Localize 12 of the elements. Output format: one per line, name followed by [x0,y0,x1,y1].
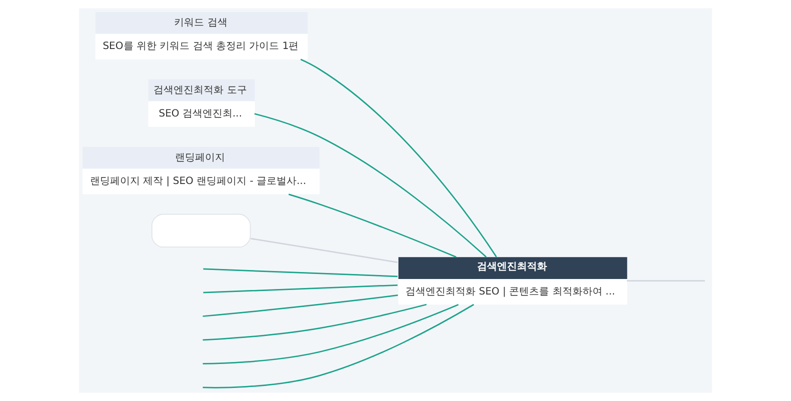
node-box [151,214,251,248]
connector [202,294,398,317]
connector [203,284,398,294]
connector [203,268,398,278]
connector [202,304,459,364]
connector [202,304,427,341]
connector [250,238,398,263]
connector [288,194,456,258]
connector [626,280,705,282]
connector [300,58,497,258]
connector [202,304,474,388]
connector [254,113,487,258]
